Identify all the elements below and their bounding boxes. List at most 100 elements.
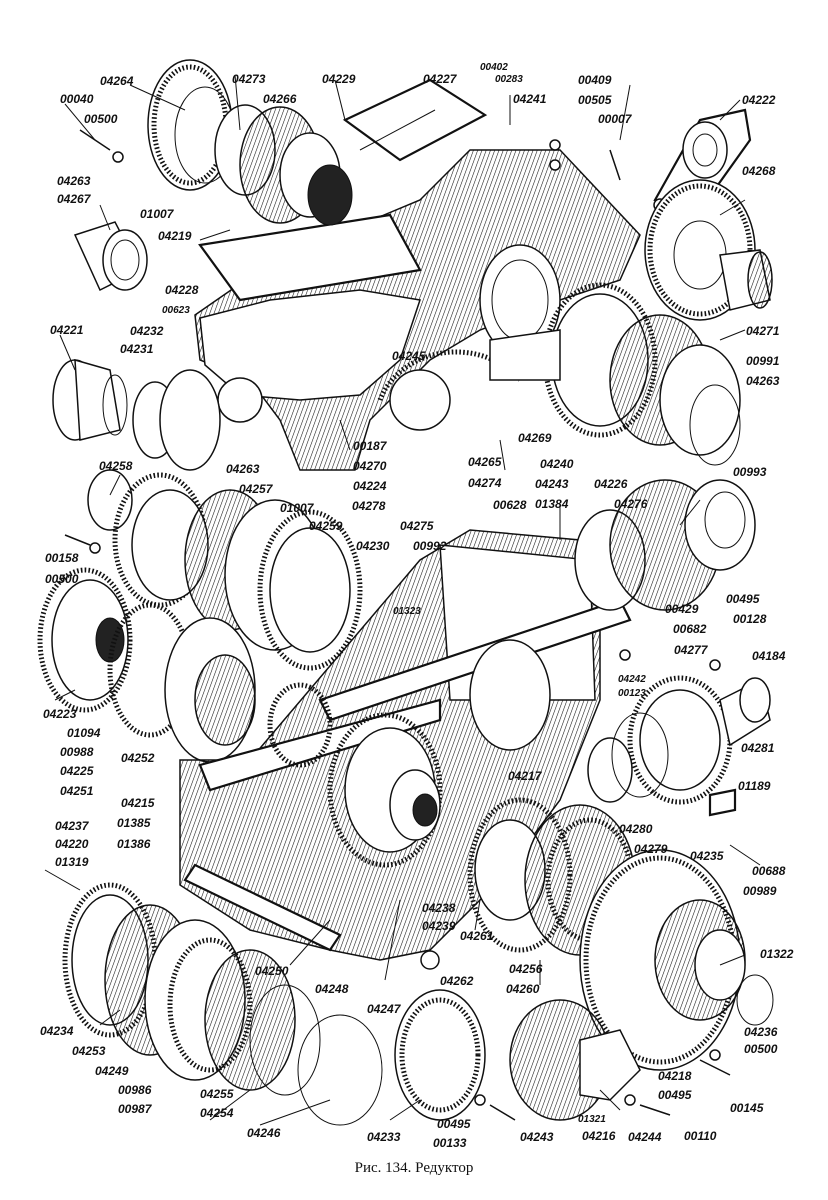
label-00500: 00500 [84,112,118,126]
label-04215: 04215 [121,796,155,810]
label-00133: 00133 [433,1136,467,1150]
label-04274: 04274 [468,476,502,490]
label-04277: 04277 [674,643,709,657]
top-left-gear-assembly [147,59,353,226]
label-04184: 04184 [752,649,786,663]
label-04258: 04258 [99,459,133,473]
label-01322: 01322 [760,947,794,961]
label-04243-b: 04243 [520,1130,554,1144]
spring-ring-04279 [611,712,669,798]
label-04276: 04276 [614,497,648,511]
label-04259: 04259 [309,519,343,533]
label-04248: 04248 [315,982,349,996]
flange-04232 [159,369,221,471]
label-04218: 04218 [658,1069,692,1083]
label-04275: 04275 [400,519,434,533]
label-04253: 04253 [72,1044,106,1058]
label-04245: 04245 [392,349,426,363]
label-00429: 00429 [665,602,699,616]
label-01007-b: 01007 [280,501,315,515]
label-00989: 00989 [743,884,777,898]
label-04278: 04278 [352,499,386,513]
label-01321: 01321 [578,1114,606,1125]
label-01385: 01385 [117,816,151,830]
label-00007: 00007 [598,112,633,126]
main-gear [327,712,443,868]
label-04265: 04265 [468,455,502,469]
label-04260: 04260 [506,982,540,996]
label-04268: 04268 [742,164,776,178]
label-04270: 04270 [353,459,387,473]
right-lower-gear-group [467,797,774,1071]
lower-left-stack [62,882,486,1126]
label-04271: 04271 [746,324,780,338]
label-00500-b: 00500 [45,572,79,586]
label-04220: 04220 [55,837,89,851]
label-00495-a: 00495 [726,592,760,606]
label-04252: 04252 [121,751,155,765]
cotter-pin-00688 [729,844,761,866]
label-01094: 01094 [67,726,101,740]
label-00986: 00986 [118,1083,152,1097]
label-04243-a: 04243 [535,477,569,491]
label-00409: 00409 [578,73,612,87]
label-00495-c: 00495 [658,1088,692,1102]
right-shaft-bearing [489,282,741,466]
label-04236: 04236 [744,1025,778,1039]
label-04237: 04237 [55,819,90,833]
label-04216: 04216 [582,1129,616,1143]
label-00500-c: 00500 [744,1042,778,1056]
leader-lines [44,74,746,1126]
label-00992: 00992 [413,539,447,553]
sleeve-04271 [719,249,773,311]
fasteners [64,129,731,1121]
inspection-cover [342,78,488,162]
label-04256: 04256 [509,962,543,976]
label-04279: 04279 [634,842,668,856]
label-04233: 04233 [367,1130,401,1144]
label-04229: 04229 [322,72,356,86]
label-04242: 04242 [618,674,646,685]
bottom-cover-04218 [509,999,641,1121]
right-bearing-04276 [574,479,756,611]
sleeve-04267 [73,221,148,292]
label-04224: 04224 [353,479,387,493]
long-shaft [318,598,632,722]
part-labels: 00040 00500 04264 04273 04266 04229 0422… [40,62,794,1150]
label-04222: 04222 [742,93,776,107]
nut-01189 [708,788,737,817]
label-00991: 00991 [746,354,780,368]
label-00495-b: 00495 [437,1117,471,1131]
label-00123: 00123 [618,688,646,699]
label-04234: 04234 [40,1024,74,1038]
label-04269: 04269 [518,431,552,445]
label-04261: 04261 [460,929,494,943]
label-04246: 04246 [247,1126,281,1140]
label-04255: 04255 [200,1087,234,1101]
label-04228: 04228 [165,283,199,297]
label-00128: 00128 [733,612,767,626]
label-04247: 04247 [367,1002,402,1016]
label-04232: 04232 [130,324,164,338]
label-04240: 04240 [540,457,574,471]
label-04227: 04227 [423,72,458,86]
label-04254: 04254 [200,1106,234,1120]
label-00505: 00505 [578,93,612,107]
label-04238: 04238 [422,901,456,915]
label-04273: 04273 [232,72,266,86]
label-00187: 00187 [353,439,388,453]
label-04266: 04266 [263,92,297,106]
label-00988: 00988 [60,745,94,759]
label-04231: 04231 [120,342,154,356]
label-00158: 00158 [45,551,79,565]
label-00040: 00040 [60,92,94,106]
label-01323: 01323 [393,606,421,617]
label-04221: 04221 [50,323,84,337]
label-04281: 04281 [741,741,775,755]
label-01319: 01319 [55,855,89,869]
label-04267: 04267 [57,192,92,206]
label-00110: 00110 [684,1129,717,1143]
upper-housing [194,78,641,471]
label-04219: 04219 [158,229,192,243]
